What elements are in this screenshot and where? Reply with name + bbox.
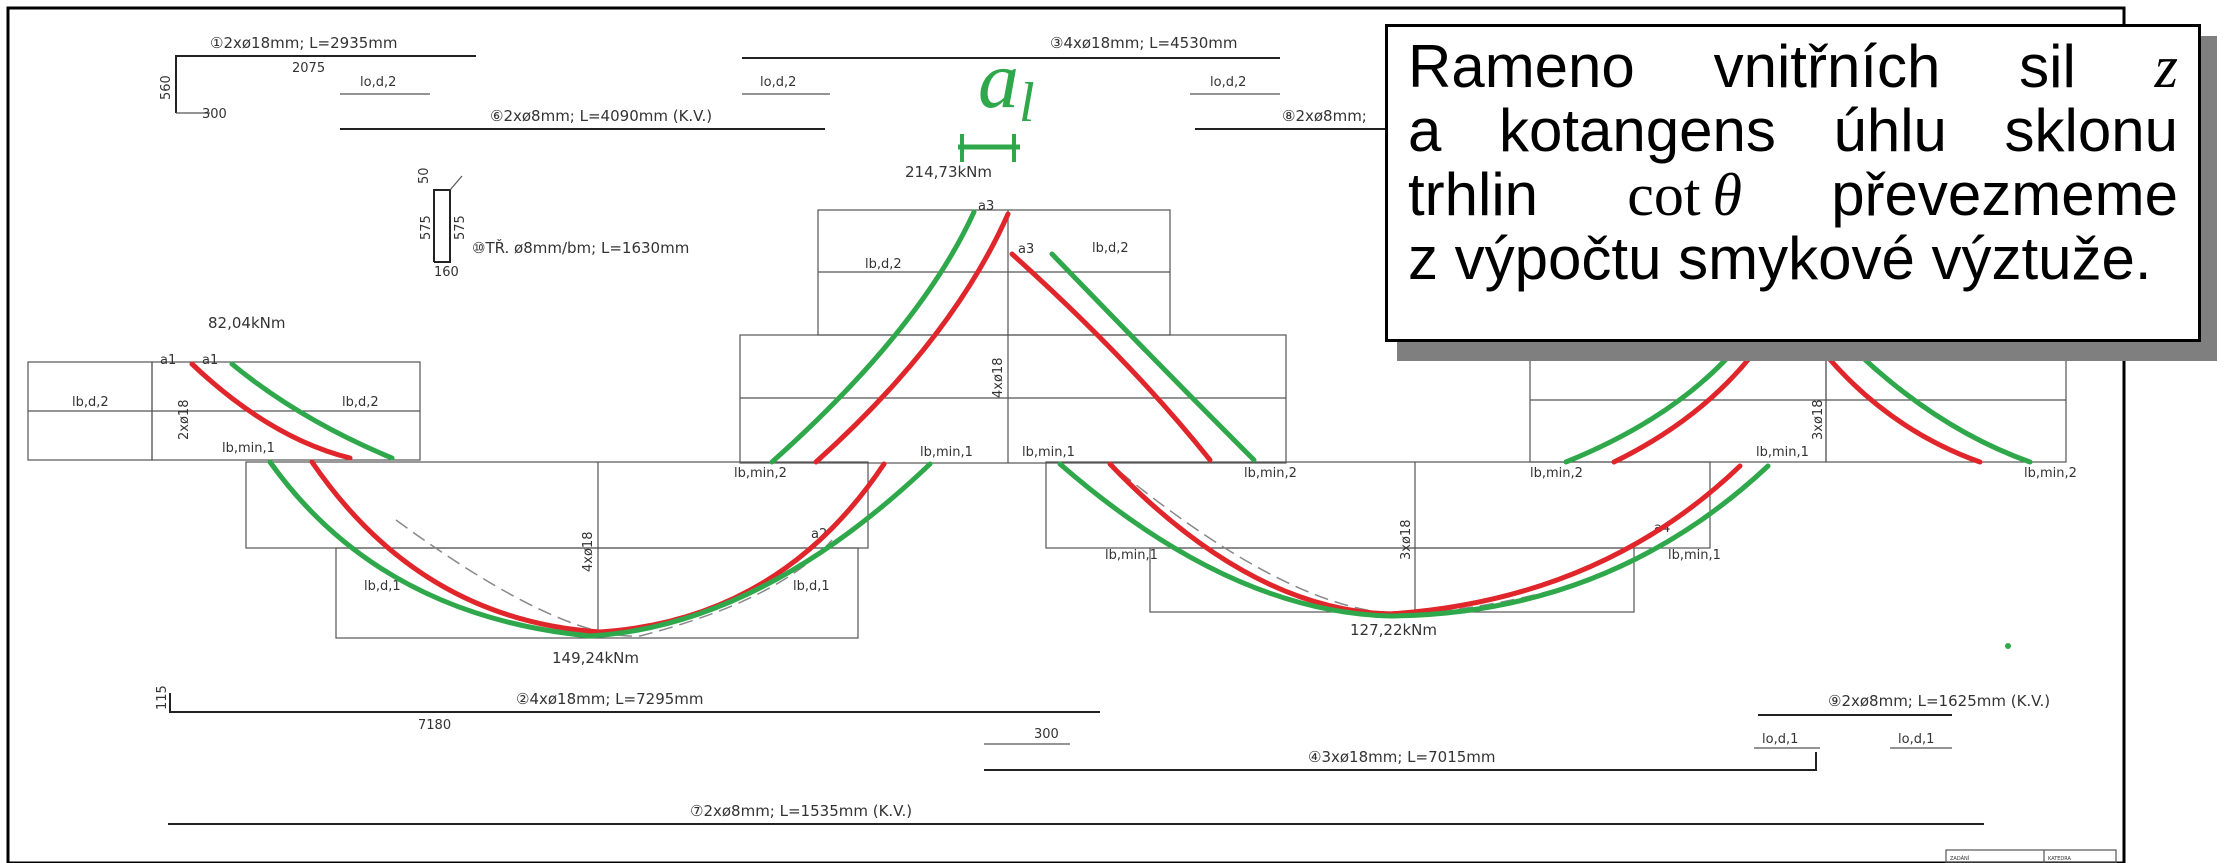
stirrup-10-label: ⑩TŘ. ø8mm/bm; L=1630mm: [472, 238, 689, 257]
drawing-frame: [6, 6, 2126, 863]
lb-min2-right-end: lb,min,2: [2024, 466, 2077, 481]
bar-1-label: ①2xø18mm; L=2935mm: [210, 34, 398, 52]
moment-left-support: 82,04kNm: [208, 314, 285, 332]
bar-2-height: 115: [155, 685, 170, 710]
lb-min1-right: lb,min,1: [1756, 445, 1809, 460]
shifted-lines-green: [229, 209, 2033, 639]
lb-min1-left: lb,min,1: [222, 441, 275, 456]
rebar-count-right: 3xø18: [1811, 400, 1826, 440]
lb-d2-middle-left: lb,d,2: [865, 257, 902, 272]
left-span-boxes: [245, 461, 869, 639]
callout-func-cot: cot: [1627, 162, 1701, 228]
callout-var-z: z: [2154, 34, 2178, 100]
al-subscript: l: [1019, 72, 1035, 134]
lo-d2-left: lo,d,2: [360, 75, 396, 90]
stirrup-10-shape: [433, 175, 463, 263]
callout-word: a: [1408, 97, 1442, 164]
lb-min2-right-span: lb,min,2: [1244, 466, 1297, 481]
al-shift-label: al: [978, 39, 1035, 143]
al-base: a: [978, 34, 1019, 125]
lo-d1-right-a: lo,d,1: [1762, 732, 1798, 747]
lb-d1-left-a: lb,d,1: [364, 579, 401, 594]
bar-8-label: ⑧2xø8mm;: [1282, 107, 1367, 125]
bar-3-label: ③4xø18mm; L=4530mm: [1050, 34, 1238, 52]
moment-middle-support: 214,73kNm: [905, 163, 992, 181]
bar-4-label: ④3xø18mm; L=7015mm: [1308, 748, 1496, 766]
lb-min2-left-span: lb,min,2: [734, 466, 787, 481]
rebar-count-right-span: 3xø18: [1399, 520, 1414, 560]
rebar-count-middle: 4xø18: [991, 358, 1006, 398]
lb-min1-right-span-start: lb,min,1: [1022, 445, 1075, 460]
lo-d2-mid: lo,d,2: [760, 75, 796, 90]
stirrup-10-h1: 575: [419, 215, 434, 240]
bar-4-leg: 300: [1034, 727, 1059, 742]
callout-word: sil: [2019, 33, 2076, 100]
callout-line-3: trhlin cot θ převezmeme: [1408, 161, 2178, 228]
a3-middle-right: a3: [1018, 242, 1034, 257]
left-support-boxes: [27, 361, 421, 461]
callout-word: trhlin: [1408, 161, 1539, 228]
lb-d2-left-a: lb,d,2: [72, 395, 109, 410]
callout-word: sklonu: [2004, 97, 2178, 164]
lb-d2-left-b: lb,d,2: [342, 395, 379, 410]
callout-word: úhlu: [1833, 97, 1947, 164]
lo-d1-right-b: lo,d,1: [1898, 732, 1934, 747]
bar-4-shape: [984, 752, 1817, 771]
lb-min1-right-span-a: lb,min,1: [1105, 548, 1158, 563]
bar-1-leg: 300: [202, 107, 227, 122]
right-span-boxes: [1045, 461, 1711, 613]
title-block-b: KATEDRA: [2048, 856, 2072, 862]
a1-left-a: a1: [160, 353, 176, 368]
lb-min1-right-span-b: lb,min,1: [1668, 548, 1721, 563]
al-dimension-marker: [958, 134, 1020, 162]
title-block: [1945, 849, 2117, 863]
title-block-a: ZADÁNÍ: [1950, 855, 1970, 862]
bar-7-label: ⑦2xø8mm; L=1535mm (K.V.): [690, 802, 912, 820]
callout-var-theta: θ: [1712, 162, 1743, 228]
bar-6-label: ⑥2xø8mm; L=4090mm (K.V.): [490, 107, 712, 125]
stirrup-10-top: 50: [417, 167, 432, 184]
bar-1-length: 2075: [292, 61, 325, 76]
lb-d2-middle-right: lb,d,2: [1092, 241, 1129, 256]
a1-left-b: a1: [202, 353, 218, 368]
moment-right-span: 127,22kNm: [1350, 621, 1437, 639]
rebar-count-left-span: 4xø18: [581, 532, 596, 572]
green-dot: [2005, 643, 2011, 649]
stirrup-10-h2: 575: [453, 215, 468, 240]
a3-middle-left: a3: [978, 199, 994, 214]
moment-line-left-span: [395, 519, 833, 637]
middle-support-boxes: [739, 209, 1287, 464]
bar-2-label: ②4xø18mm; L=7295mm: [516, 690, 704, 708]
bar-1-height: 560: [159, 75, 174, 100]
moment-left-span: 149,24kNm: [552, 649, 639, 667]
stirrup-10-width: 160: [434, 265, 459, 280]
callout-word: Rameno: [1408, 33, 1635, 100]
lb-min2-right-a: lb,min,2: [1530, 466, 1583, 481]
lb-min1-left-span-end: lb,min,1: [920, 445, 973, 460]
explanation-callout: Rameno vnitřních sil z a kotangens úhlu …: [1385, 24, 2227, 361]
bar-2-shape: [169, 693, 1100, 713]
callout-word: převezmeme: [1831, 161, 2178, 228]
lo-d2-right: lo,d,2: [1210, 75, 1246, 90]
callout-box: Rameno vnitřních sil z a kotangens úhlu …: [1385, 24, 2201, 342]
lb-d1-left-b: lb,d,1: [793, 579, 830, 594]
callout-line-2: a kotangens úhlu sklonu: [1408, 99, 2178, 163]
bar-1-shape: [175, 55, 476, 114]
callout-word: kotangens: [1498, 97, 1776, 164]
callout-line-4: z výpočtu smykové výztuže.: [1408, 225, 2152, 292]
bar-9-label: ⑨2xø8mm; L=1625mm (K.V.): [1828, 692, 2050, 710]
bar-2-length: 7180: [418, 718, 451, 733]
callout-word: vnitřních: [1713, 33, 1941, 100]
callout-line-1: Rameno vnitřních sil z: [1408, 33, 2178, 100]
rebar-count-left: 2xø18: [177, 400, 192, 440]
callout-text: Rameno vnitřních sil z a kotangens úhlu …: [1408, 35, 2178, 291]
callout-math-cot: cot θ: [1627, 163, 1742, 227]
